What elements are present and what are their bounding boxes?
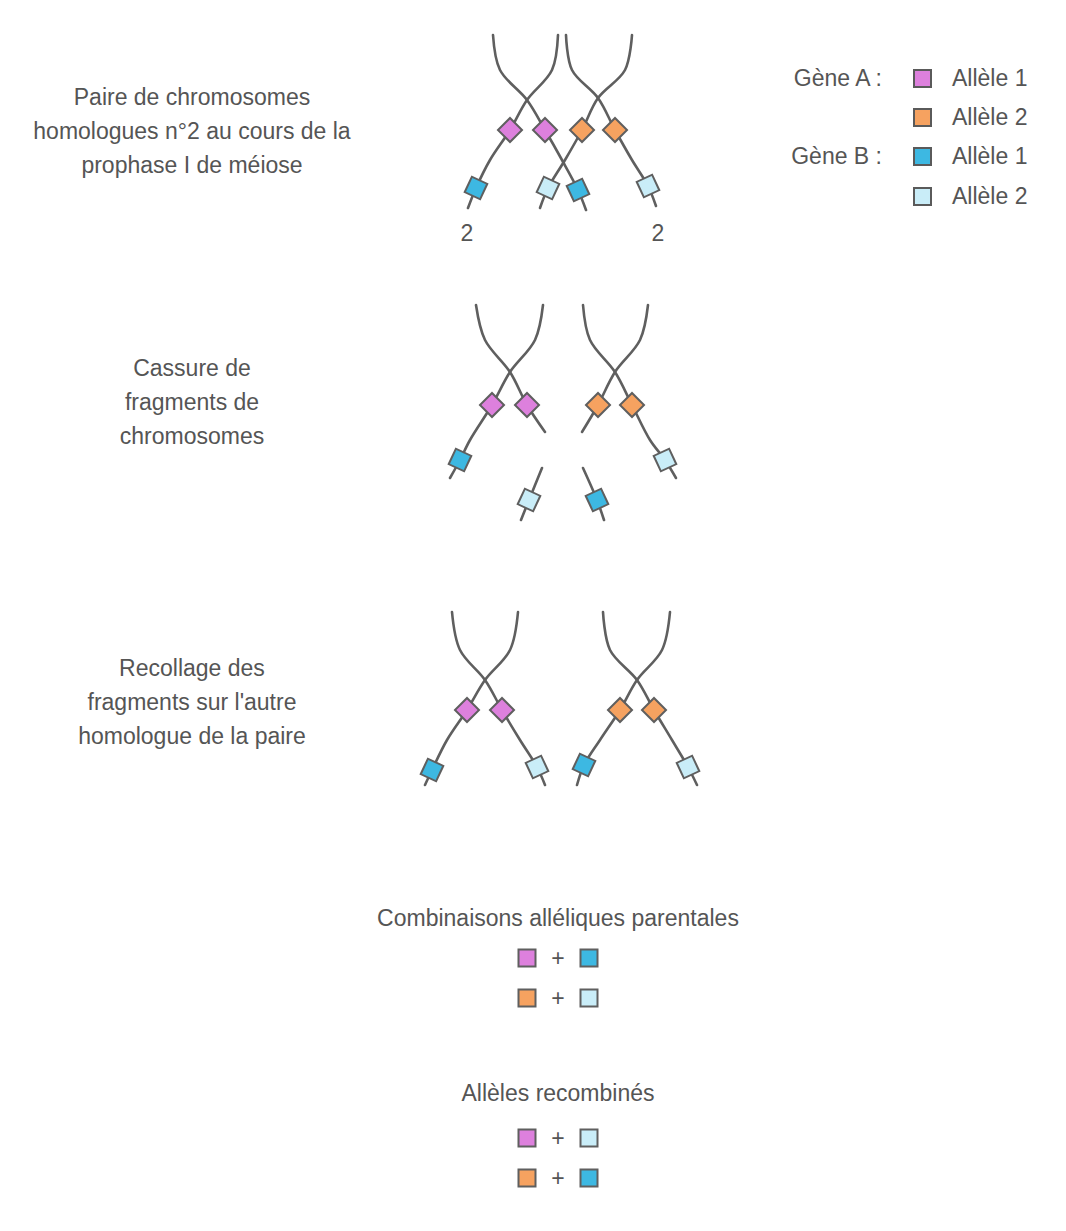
allele-markers — [421, 118, 700, 1187]
legend-swatch — [913, 108, 932, 127]
allele-square — [526, 756, 549, 779]
allele-square — [519, 950, 536, 967]
plus-sign: + — [551, 981, 564, 1015]
allele-square — [519, 1130, 536, 1147]
stage-caption: Paire de chromosomes homologues n°2 au c… — [27, 80, 357, 182]
allele-square — [421, 759, 444, 782]
allele-square — [490, 698, 514, 722]
allele-square — [581, 1130, 598, 1147]
allele-square — [519, 1170, 536, 1187]
allele-square — [518, 489, 541, 512]
allele-square — [455, 698, 479, 722]
legend-label: Allèle 1 — [952, 139, 1027, 173]
allele-square — [519, 990, 536, 1007]
stage-caption: Recollage des fragments sur l'autre homo… — [77, 651, 307, 753]
chromosome-number: 2 — [461, 216, 474, 250]
legend-label: Allèle 2 — [952, 100, 1027, 134]
legend-label: Allèle 1 — [952, 61, 1027, 95]
chromatid — [452, 612, 545, 785]
allele-square — [620, 393, 644, 417]
allele-square — [567, 179, 590, 202]
allele-square — [586, 489, 609, 512]
stage-caption: Cassure de fragments de chromosomes — [100, 351, 285, 453]
allele-square — [654, 449, 677, 472]
legend-label: Allèle 2 — [952, 179, 1027, 213]
chromatid — [583, 305, 676, 478]
chromosome-number: 2 — [652, 216, 665, 250]
gene-name: Gène B : — [791, 139, 882, 173]
plus-sign: + — [551, 1121, 564, 1155]
allele-square — [586, 393, 610, 417]
allele-square — [533, 118, 557, 142]
allele-square — [642, 698, 666, 722]
allele-square — [581, 950, 598, 967]
allele-square — [570, 118, 594, 142]
allele-square — [465, 177, 488, 200]
allele-square — [581, 1170, 598, 1187]
allele-square — [537, 177, 560, 200]
gene-name: Gène A : — [794, 61, 882, 95]
allele-square — [637, 175, 660, 198]
allele-square — [498, 118, 522, 142]
legend-swatch — [913, 147, 932, 166]
allele-square — [677, 756, 700, 779]
plus-sign: + — [551, 941, 564, 975]
legend-swatch — [913, 69, 932, 88]
allele-square — [608, 698, 632, 722]
chromatid — [425, 612, 518, 785]
allele-square — [581, 990, 598, 1007]
allele-square — [573, 754, 596, 777]
plus-sign: + — [551, 1161, 564, 1195]
allele-square — [515, 393, 539, 417]
section-heading: Allèles recombinés — [461, 1076, 654, 1110]
section-heading: Combinaisons alléliques parentales — [377, 901, 739, 935]
allele-square — [480, 393, 504, 417]
chromatids — [425, 35, 697, 785]
chromatid — [582, 305, 648, 432]
legend-swatch — [913, 187, 932, 206]
allele-square — [449, 449, 472, 472]
allele-square — [603, 118, 627, 142]
